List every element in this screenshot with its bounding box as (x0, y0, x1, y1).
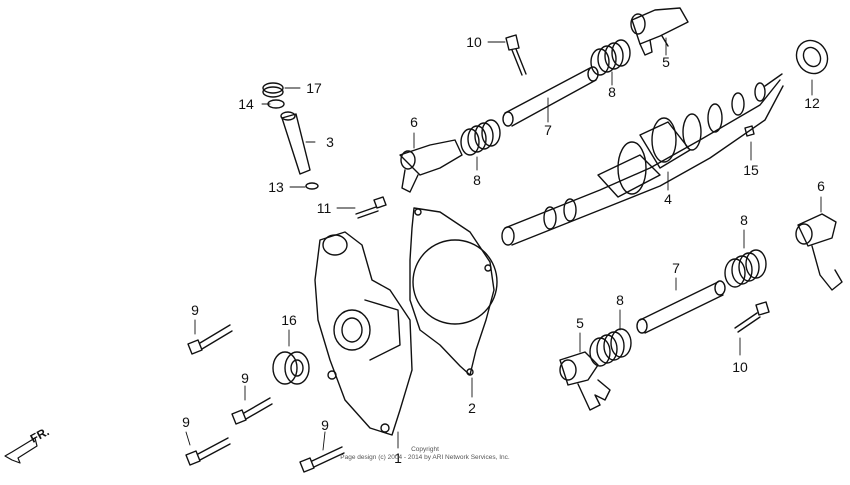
bolt-part-10-lower (734, 301, 770, 333)
callout-12: 12 (804, 95, 820, 111)
callout-5-upper: 5 (662, 54, 670, 70)
callout-8-upper-left: 8 (473, 172, 481, 188)
callout-1: 1 (394, 450, 402, 466)
leader-lines (185, 37, 822, 451)
rod-part-7-upper (502, 66, 599, 127)
shift-arm-part-3 (280, 111, 311, 175)
washer-part-12 (795, 39, 829, 75)
callout-6-upper: 6 (410, 114, 418, 130)
bolt-part-11 (355, 196, 387, 219)
callout-7-upper: 7 (544, 122, 552, 138)
callout-2: 2 (468, 400, 476, 416)
callout-4: 4 (664, 191, 672, 207)
housing-part-1 (314, 231, 413, 436)
fork-part-5-lower (559, 351, 611, 411)
callout-9-d: 9 (321, 417, 329, 433)
callout-15: 15 (743, 162, 759, 178)
washer-part-14 (267, 99, 285, 109)
clip-part-17 (262, 82, 284, 98)
copyright-line-2: Page design (c) 2004 - 2014 by ARI Netwo… (340, 454, 510, 462)
bolt-part-9-d (299, 446, 345, 473)
shaft-part-4 (501, 73, 784, 246)
pin-part-15 (744, 125, 755, 137)
callout-13: 13 (268, 179, 284, 195)
callout-5-lower: 5 (576, 315, 584, 331)
callout-9-c: 9 (182, 414, 190, 430)
bolt-part-9-c (185, 437, 231, 466)
callout-9-b: 9 (241, 370, 249, 386)
callout-17: 17 (306, 80, 322, 96)
callout-16: 16 (281, 312, 297, 328)
spring-part-8-upper-left (460, 119, 501, 156)
copyright-line-1: Copyright (411, 446, 439, 453)
callout-10-upper: 10 (466, 34, 482, 50)
callout-9-a: 9 (191, 302, 199, 318)
callout-8-lower-left: 8 (616, 292, 624, 308)
fork-part-6-lower (795, 213, 843, 291)
spring-part-8-lower-left (589, 328, 632, 367)
front-direction-arrow-icon (4, 437, 38, 464)
callout-6-lower: 6 (817, 178, 825, 194)
callout-8-upper-right: 8 (608, 84, 616, 100)
clip-part-13 (305, 182, 319, 190)
callout-7-lower: 7 (672, 260, 680, 276)
rod-part-7-lower (636, 280, 726, 334)
fork-part-5-upper (630, 7, 689, 56)
bolt-part-9-b (231, 397, 273, 425)
copyright-notice: Copyright Page design (c) 2004 - 2014 by… (300, 446, 550, 462)
callout-3: 3 (326, 134, 334, 150)
gasket-part-2 (409, 207, 498, 376)
callout-14: 14 (238, 96, 254, 112)
bearing-part-16 (272, 351, 310, 385)
callout-11: 11 (316, 200, 332, 216)
spring-part-8-upper-right (590, 39, 631, 76)
fork-part-6-upper (399, 139, 463, 193)
callout-10-lower: 10 (732, 359, 748, 375)
spring-part-8-lower-right (724, 249, 767, 288)
callout-8-lower-right: 8 (740, 212, 748, 228)
bolt-part-9-a (187, 324, 233, 355)
bolt-part-10-upper (505, 34, 527, 76)
